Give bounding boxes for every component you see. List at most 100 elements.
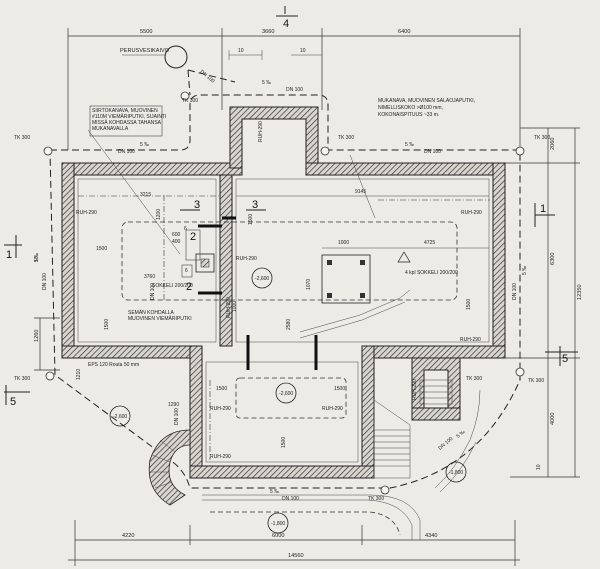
- ruh-g: RUH-290: [322, 406, 343, 412]
- dim-600: 600: [172, 232, 181, 238]
- level-lower-room: -2,600: [279, 391, 293, 397]
- section-mark-4: 4: [276, 6, 298, 30]
- tk300-d: TK 300: [534, 135, 550, 141]
- stairs: [373, 379, 453, 479]
- ruh-c: RUH-290: [461, 210, 482, 216]
- ruh-f: RUH-290: [210, 406, 231, 412]
- note-sokkeli-1: 4 kpl SOKKELI 200/200: [405, 270, 458, 276]
- dim-1500f: 1500: [281, 437, 287, 448]
- note-siirto-2: #110M VIEMÄRIPUTKI, SIJAINTI: [92, 113, 166, 120]
- note-mukanava-1: MUKANAVA, MUOVINEN SALAOJAPUTKI,: [378, 98, 475, 104]
- section-label-left: 1: [6, 249, 12, 261]
- section-3a: 3: [194, 199, 200, 211]
- section-mark-right-1: 1: [534, 203, 555, 227]
- slope-c: 5 ‰: [405, 142, 414, 148]
- groundwater-well: PERUSVESIKAIVO: [120, 45, 188, 69]
- level-main: -2,600: [255, 276, 269, 282]
- dim-4000: 4000: [550, 413, 556, 425]
- dn100-d: DN 100: [42, 273, 48, 290]
- well-top-mid: [320, 146, 330, 156]
- dim-4220: 4220: [122, 533, 134, 539]
- note-siirto-3: MISSÄ KOHDASSA TAHANSA: [92, 119, 162, 126]
- slope-b: 5 ‰: [140, 142, 149, 148]
- footing-outlines: [78, 195, 490, 460]
- dim-400: 400: [172, 239, 181, 245]
- dim-1500g: 1500: [248, 214, 254, 225]
- dn100-i: DN 100: [174, 408, 180, 425]
- tk300-h: TK 300: [466, 376, 482, 382]
- ruh-e: RUH-290: [460, 337, 481, 343]
- wall-type-labels: RUH-290 RUH-290 RUH-290 RUH-290 RUH-290 …: [76, 121, 482, 460]
- dn100-f: DN 100: [282, 496, 299, 502]
- ruh-a: RUH-290: [258, 121, 264, 142]
- dim-1210: 1210: [76, 369, 82, 380]
- well-right-bottom: [515, 367, 525, 377]
- note-semen-1: SEMÄN KOHDALLA: [128, 309, 175, 316]
- section-6b: 6: [185, 268, 188, 274]
- ruh-b: RUH-290: [76, 210, 97, 216]
- dim-3660: 3660: [262, 29, 274, 35]
- section-mark-left-5: 5: [4, 385, 30, 408]
- dim-1500d: 1500: [216, 386, 227, 392]
- ruh-j: RUH-290: [412, 379, 418, 400]
- dim-4725: 4725: [424, 240, 435, 246]
- section-label-left-lower: 5: [10, 396, 16, 408]
- dim-5500: 5500: [140, 29, 152, 35]
- tk300-c: TK 300: [338, 135, 354, 141]
- dim-1500c: 1500: [466, 299, 472, 310]
- note-eps: EPS 120 Routa 50 mm: [88, 362, 139, 368]
- tk300-a: TK 300: [182, 98, 198, 104]
- slope-g: 5 ‰: [455, 429, 466, 439]
- dim-3215: 3215: [140, 192, 151, 198]
- dim-6300: 6300: [550, 253, 556, 265]
- well-top-left: [180, 91, 190, 101]
- note-mukanava-3: KOKONAISPITUUS ~33 m.: [378, 112, 439, 118]
- dim-3760: 3760: [144, 274, 155, 280]
- inner-outlines: [77, 178, 490, 463]
- dim-1500a: 1500: [96, 246, 107, 252]
- dim-left-10: 10: [34, 256, 40, 262]
- dim-6400: 6400: [398, 29, 410, 35]
- note-perusvesikaivo: PERUSVESIKAIVO: [120, 48, 170, 54]
- section-mark-left-1: 1: [4, 235, 22, 261]
- tk300-b: TK 300: [14, 135, 30, 141]
- level-bottom: -1,800: [271, 521, 285, 527]
- section-2b: 2: [186, 281, 192, 293]
- dn100-j: DN 100: [150, 283, 156, 300]
- note-siirto-4: MUKANAVALLA: [92, 126, 129, 132]
- right-dimension-chain: 2060 6300 12350 4000 10: [505, 127, 583, 478]
- tk300-g: TK 300: [368, 496, 384, 502]
- tk300-e: TK 300: [528, 378, 544, 384]
- interior-dimensions: 3215 9145 4725 1000 1500 1500 1500 1500 …: [76, 189, 489, 448]
- top-dimension-chain: 5500 3660 6400 10 10: [67, 28, 521, 150]
- pipe-route-lines: [87, 129, 411, 339]
- dim-10a: 10: [238, 48, 244, 54]
- well-right-top: [515, 146, 525, 156]
- ruh-h: RUH-290: [210, 454, 231, 460]
- dim-right-10: 10: [536, 464, 542, 470]
- dim-1070: 1070: [306, 279, 312, 290]
- note-siirto-1: SIIRTOKANAVA, MUOVINEN: [92, 108, 158, 114]
- slope-e: 5 ‰: [522, 266, 528, 275]
- section-2a: 2: [190, 231, 196, 243]
- level-right: -1,800: [449, 470, 463, 476]
- ruh-d: RUH-290: [236, 256, 257, 262]
- dim-2060: 2060: [550, 138, 556, 150]
- dn100-b: DN 100: [118, 149, 135, 155]
- dim-1000b: 1000: [232, 301, 238, 312]
- well-bottom: [380, 485, 390, 495]
- dim-4340: 4340: [425, 533, 437, 539]
- dim-1260: 1260: [34, 330, 40, 342]
- bottom-dimension-chain: 4220 6000 4340 14560: [68, 520, 520, 566]
- column-footing: [321, 251, 411, 304]
- dn100-c: DN 100: [424, 149, 441, 155]
- dim-12350: 12350: [577, 284, 583, 300]
- dim-6000: 6000: [272, 533, 284, 539]
- section-label-right: 1: [540, 203, 546, 215]
- inspection-wells: [43, 91, 525, 495]
- spiral-stair: [148, 429, 191, 506]
- note-mukanava-2: NIMELLISKOKO >Ø100 mm,: [378, 105, 443, 111]
- dim-14560: 14560: [288, 553, 304, 559]
